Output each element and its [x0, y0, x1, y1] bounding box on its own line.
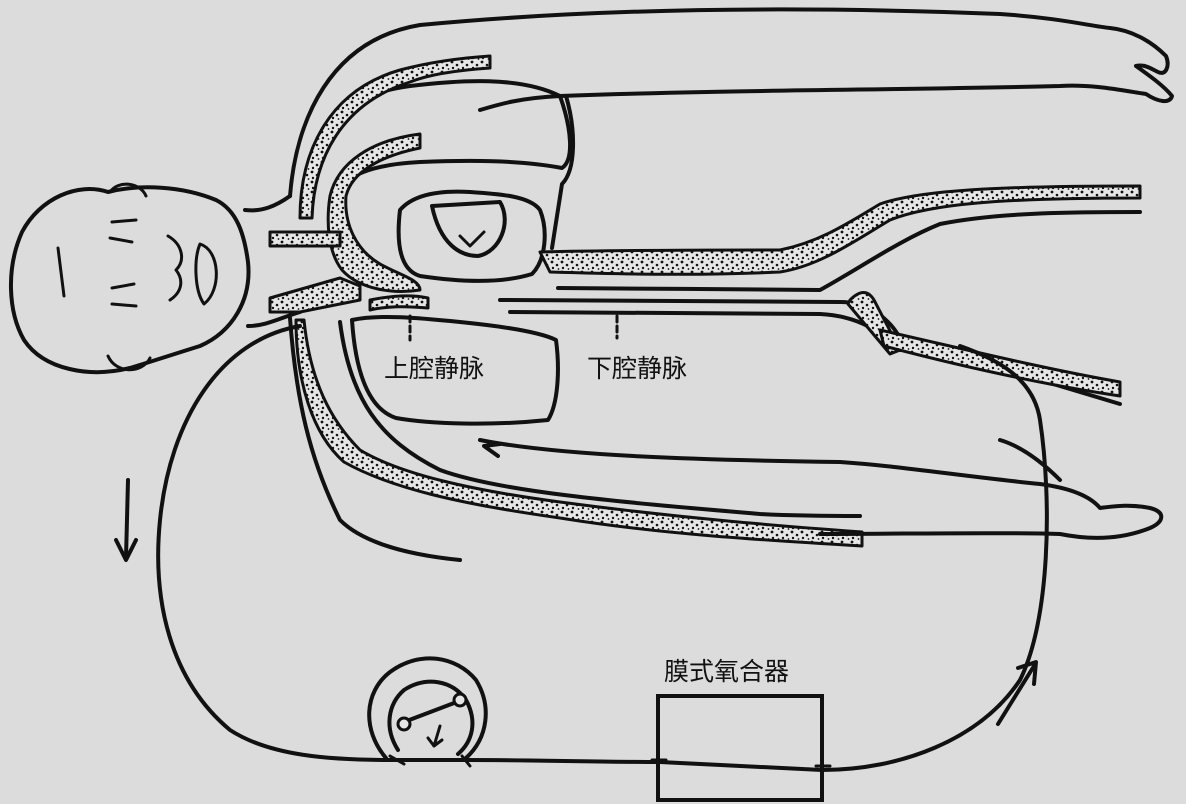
- bypass-circuit-tubing: [156, 324, 1049, 772]
- neck-outline-lower: [246, 310, 302, 328]
- upper-arm-vessel: [298, 54, 492, 220]
- flow-arrow-up: [996, 660, 1038, 726]
- lower-arm: [288, 316, 1164, 562]
- ivc-cannula-line-b: [508, 310, 902, 352]
- roller-pump: [367, 656, 488, 768]
- upper-arm: [288, 7, 1174, 198]
- flow-arrow-down: [114, 478, 138, 562]
- svc-cannula-tip: [368, 294, 430, 312]
- svc-label: 上腔静脉: [384, 354, 484, 383]
- svc-cannula-vessel: [268, 276, 362, 314]
- oxygenator-connectors: [650, 758, 832, 768]
- arterial-vessel-outline: [556, 210, 1142, 292]
- arterial-vessel: [538, 184, 1142, 276]
- patient-head: [8, 182, 251, 375]
- oxygenator-label: 膜式氧合器: [664, 657, 789, 686]
- neck-vessel: [268, 230, 342, 248]
- neck-outline-upper: [243, 194, 292, 213]
- ivc-label: 下腔静脉: [587, 354, 687, 383]
- membrane-oxygenator-box: [656, 694, 824, 802]
- heart: [326, 94, 575, 293]
- lung-shape: [350, 314, 560, 426]
